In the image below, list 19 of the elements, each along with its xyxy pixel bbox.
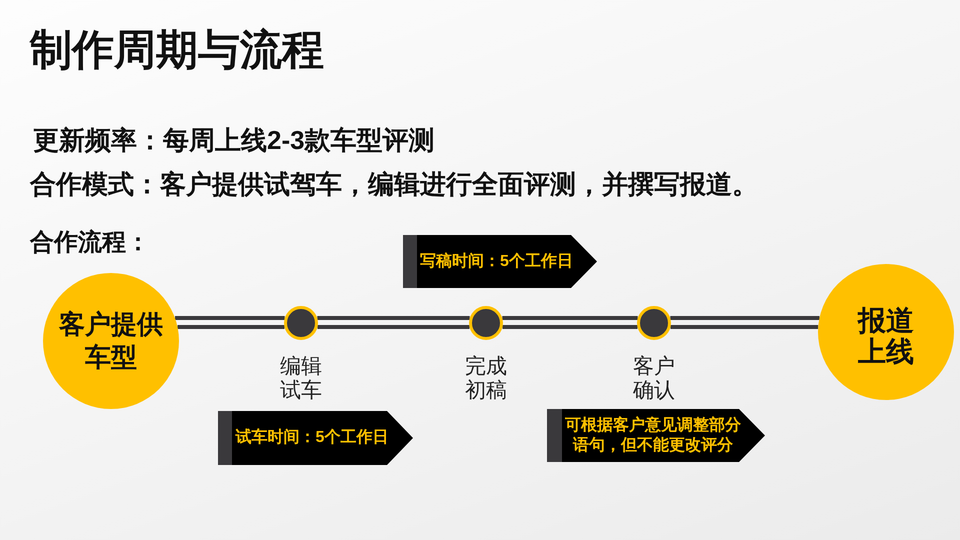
timeline-dot	[637, 306, 671, 340]
arrow-banner: 试车时间：5个工作日	[218, 411, 413, 465]
step-label: 编辑试车	[279, 355, 323, 403]
timeline-line	[315, 316, 472, 329]
info-text: 更新频率：每周上线2-3款车型评测	[33, 125, 435, 156]
timeline-line	[668, 316, 822, 329]
info-text: 合作模式：客户提供试驾车，编辑进行全面评测，并撰写报道。	[30, 169, 758, 200]
milestone-circle: 客户提供车型	[43, 273, 179, 409]
timeline-line	[500, 316, 640, 329]
section-label: 合作流程：	[30, 229, 150, 258]
timeline-dot	[469, 306, 503, 340]
milestone-circle: 报道上线	[818, 264, 954, 400]
arrow-banner: 可根据客户意见调整部分语句，但不能更改评分	[547, 409, 765, 462]
slide-title: 制作周期与流程	[30, 29, 324, 71]
step-label: 客户确认	[632, 355, 676, 403]
timeline-dot	[284, 306, 318, 340]
step-label: 完成初稿	[464, 355, 508, 403]
arrow-banner: 写稿时间：5个工作日	[403, 235, 597, 288]
timeline-line	[173, 316, 287, 329]
